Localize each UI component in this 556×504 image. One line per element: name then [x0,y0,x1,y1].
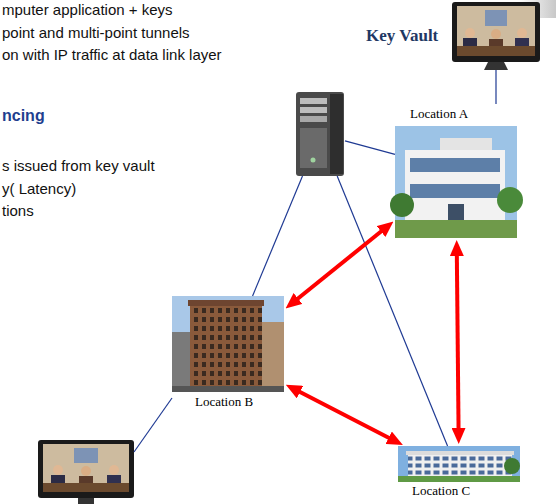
monitor-wire-part [134,398,172,452]
building-b-part [262,322,284,392]
key-link-line [337,176,447,446]
server-tower-part [300,98,327,104]
monitor-bottom-part [53,465,63,475]
key-link-line [345,141,395,155]
monitor-bottom-part [78,498,94,504]
server-tower-part [300,128,327,168]
building-b-part [188,300,264,306]
monitor-top-part [457,6,535,56]
node-label: Key Vault [366,26,438,46]
server-tower-part [311,158,316,163]
key-link-line [253,176,303,296]
node-label: Location A [410,106,468,121]
building-a-part [497,187,523,213]
node-label: Location B [195,394,253,409]
building-c-part [398,446,520,482]
monitor-top-part [491,29,501,39]
building-c [398,446,520,482]
building-b-part [190,304,262,392]
monitor-top-part [485,10,507,26]
building-a-part [440,138,492,152]
server-tower-part [296,92,344,176]
building-a-part [410,184,500,198]
monitor-bottom-part [74,448,98,463]
building-c-part [504,458,520,474]
building-b-part [172,296,284,392]
building-a-part [395,126,517,238]
building-a-part [448,204,464,220]
monitor-wire [134,398,172,452]
location-building: Location C [398,446,520,502]
location-building: Location A [395,104,517,238]
server-tower-part [300,116,327,122]
building-a-part [395,220,517,238]
monitor-wire-part [495,70,496,104]
monitor-top-part [517,28,527,38]
monitor-bottom [38,440,134,504]
building-c-part [398,476,520,482]
monitor-bottom-part [43,444,129,492]
monitor-top-part [457,46,535,56]
building-a-part [410,158,500,172]
monitor-top-part [452,2,540,62]
building-c-part [406,451,514,455]
node-label: Location C [412,483,470,498]
bullet-text: s issued from key vault [2,157,155,175]
building-b-part [172,332,190,392]
building-a [390,126,523,238]
server-tower-part [330,94,343,174]
server-tower [296,92,344,176]
monitor-bottom-part [38,440,134,498]
bullet-text: on with IP traffic at data link layer [2,46,222,64]
monitor-top-part [465,28,475,38]
building-c-part [408,454,512,476]
bullet-text: y( Latency) [2,180,76,198]
tunnel-arrow [295,389,394,440]
building-b [172,296,284,392]
monitor-bottom-part [109,465,119,475]
monitor-bottom-part [81,466,91,476]
building-a-part [390,193,414,217]
monitor-wire [496,70,497,104]
location-building: Location B [172,296,284,414]
monitor-top-part [484,62,508,70]
key-vault-server: Key Vault [295,92,345,176]
monitor-bottom-part [43,483,129,492]
bullet-text: mputer application + keys [2,1,173,19]
tunnel-arrow [457,250,459,434]
bullet-text: point and multi-point tunnels [2,24,190,42]
slide-heading: ncing [2,107,45,125]
monitor-top [452,2,540,70]
server-tower-part [300,107,327,113]
building-b-part [172,386,284,392]
tunnel-arrow [293,228,385,303]
building-a-part [405,150,505,220]
bullet-text: tions [2,202,34,220]
